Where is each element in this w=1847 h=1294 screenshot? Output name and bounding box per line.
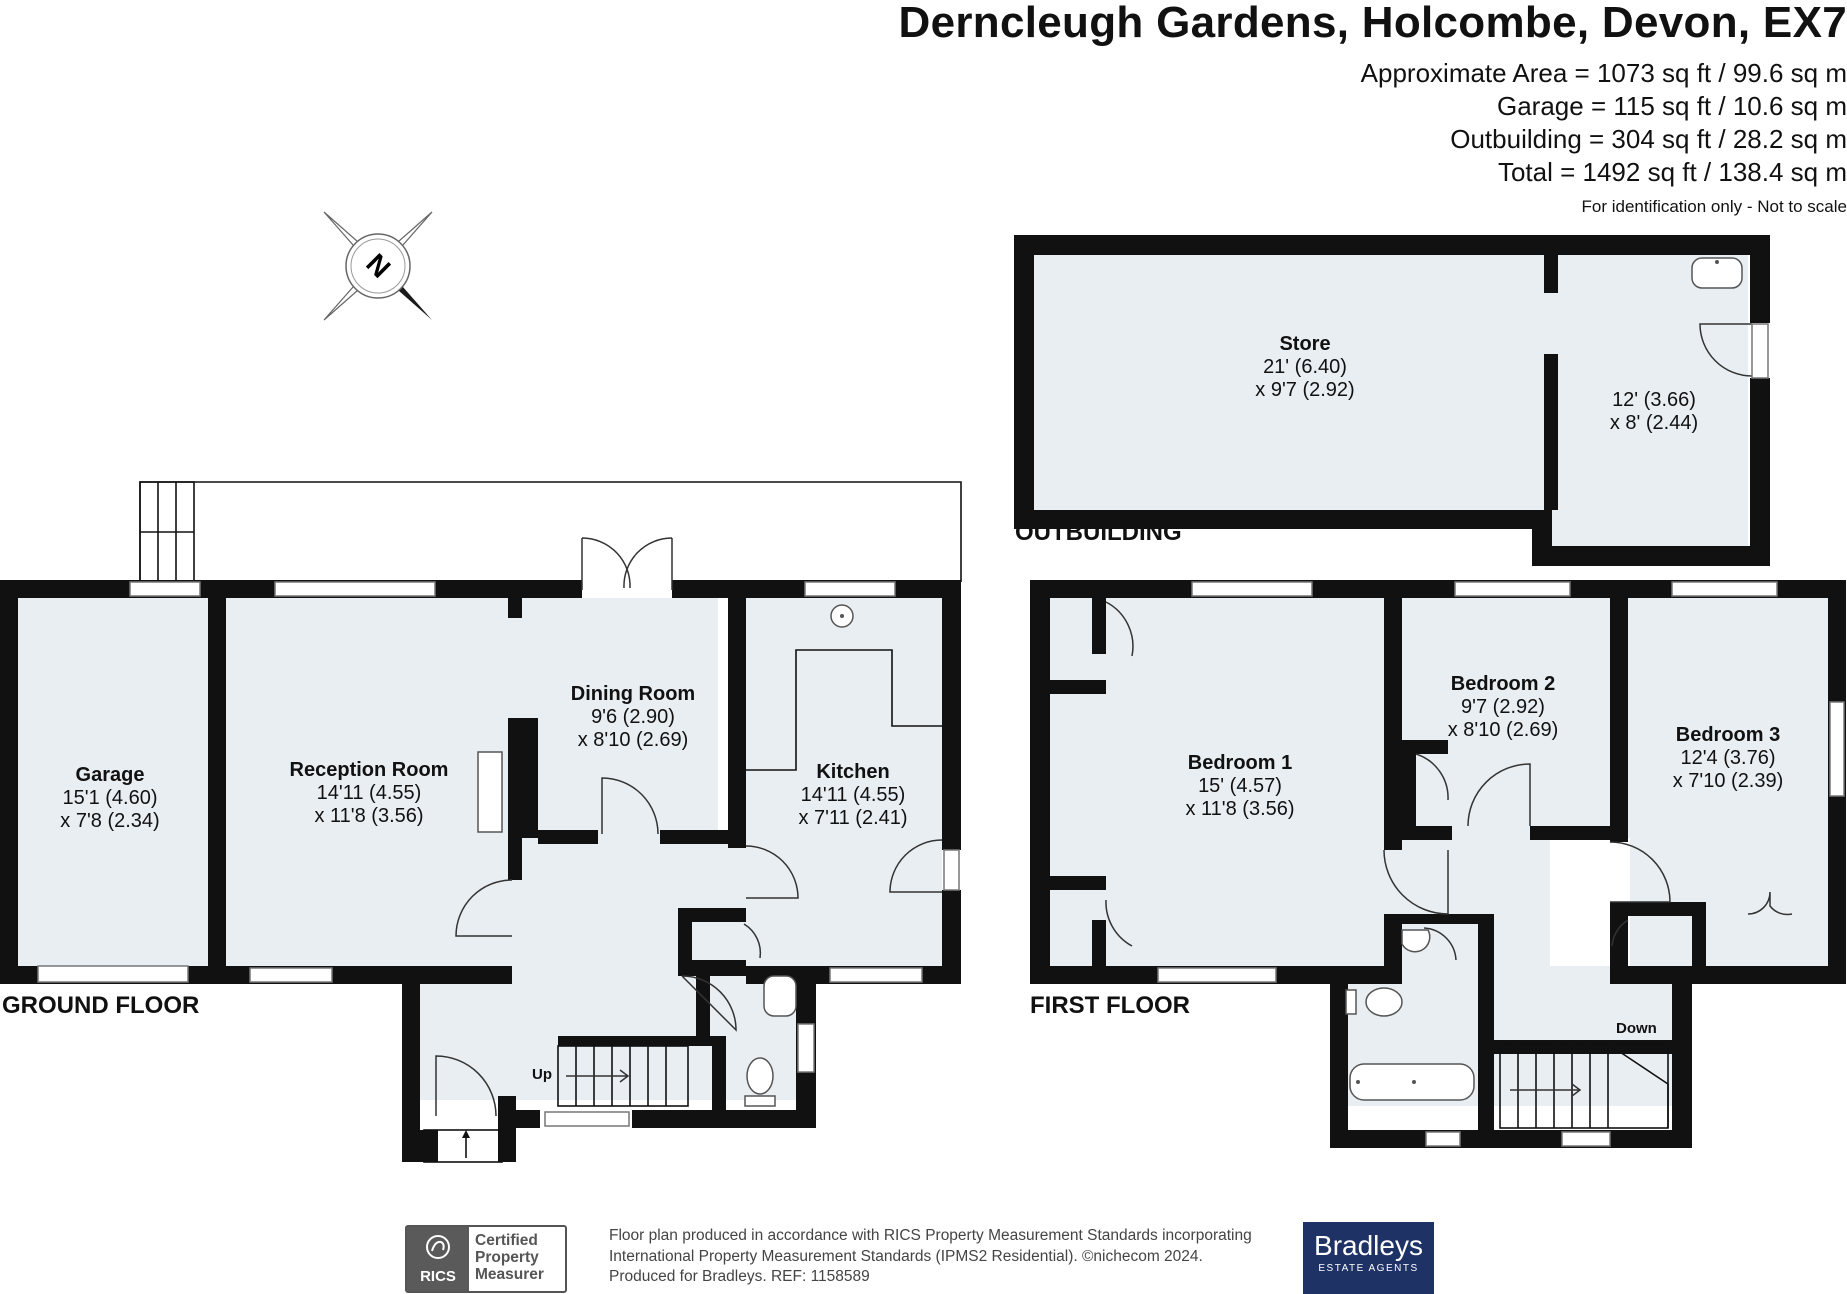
room-name: Kitchen [816, 761, 890, 783]
ground-floor-windows [37, 581, 960, 1127]
rics-seal-label: RICS [420, 1268, 456, 1285]
rics-lion-icon [426, 1235, 450, 1259]
room-dimension: 21' (6.40) [1263, 356, 1347, 378]
room-dimension: x 8'10 (2.69) [1447, 719, 1559, 741]
room-dimension: 12' (3.66) [1612, 389, 1696, 411]
garage-area: Garage = 115 sq ft / 10.6 sq m [1497, 91, 1847, 121]
rics-cert-line: Certified [475, 1232, 538, 1249]
room-name: Garage [75, 764, 145, 786]
room-dimension: x 7'10 (2.39) [1672, 770, 1784, 792]
first-floor-fill [1050, 598, 1830, 1106]
room-name: Dining Room [570, 683, 696, 705]
room-dimension: x 7'8 (2.34) [60, 810, 160, 832]
rics-cert-line: Property [475, 1249, 539, 1266]
room-store: Store 21' (6.40) x 9'7 (2.92) [1255, 333, 1354, 402]
footer-line: International Property Measurement Stand… [609, 1247, 1203, 1265]
ground-floor-doors [435, 537, 943, 1117]
agent-logo-tagline: ESTATE AGENTS [1318, 1263, 1419, 1274]
room-dimension: x 11'8 (3.56) [1185, 798, 1295, 820]
room-dimension: 12'4 (3.76) [1680, 747, 1776, 769]
ground-floor-stairs [557, 1045, 689, 1107]
ground-floor-fixtures [477, 604, 942, 1107]
outbuilding-label: OUTBUILDING [1015, 519, 1182, 546]
room-name: Bedroom 2 [1450, 673, 1556, 695]
first-floor-walls [1030, 580, 1846, 1148]
room-bedroom-1: Bedroom 1 15' (4.57) x 11'8 (3.56) [1185, 752, 1294, 821]
outbuilding-fixtures [1691, 257, 1769, 379]
room-store-side: 12' (3.66) x 8' (2.44) [1610, 389, 1698, 435]
agent-logo-name: Bradleys [1314, 1230, 1423, 1261]
first-floor-stairs [1499, 1043, 1669, 1129]
room-dimension: 9'6 (2.90) [591, 706, 675, 728]
room-dimension: x 9'7 (2.92) [1255, 379, 1355, 401]
footer-legal-text: Floor plan produced in accordance with R… [609, 1226, 1252, 1288]
rics-seal: RICS [407, 1227, 469, 1291]
first-floor-fixtures [1345, 929, 1475, 1101]
rics-certification: Certified Property Measurer [475, 1232, 544, 1283]
footer-line: Floor plan produced in accordance with R… [609, 1227, 1252, 1244]
room-dimension: 9'7 (2.92) [1461, 696, 1545, 718]
room-kitchen: Kitchen 14'11 (4.55) x 7'11 (2.41) [798, 761, 907, 830]
rics-cert-line: Measurer [475, 1266, 544, 1283]
footer-line: Produced for Bradleys. REF: 1158589 [609, 1268, 870, 1285]
outbuilding-walls [1014, 235, 1770, 566]
room-dimension: 14'11 (4.55) [800, 784, 906, 806]
stairs-down-label: Down [1616, 1020, 1657, 1037]
outbuilding-plan [1014, 235, 1770, 566]
room-dimension: 15' (4.57) [1198, 775, 1282, 797]
agent-logo: Bradleys ESTATE AGENTS [1303, 1222, 1434, 1294]
approx-area: Approximate Area = 1073 sq ft / 99.6 sq … [1360, 58, 1847, 88]
room-dimension: x 8' (2.44) [1609, 412, 1699, 434]
room-name: Store [1279, 333, 1331, 355]
room-dining: Dining Room 9'6 (2.90) x 8'10 (2.69) [571, 683, 695, 752]
north-compass: N [323, 211, 433, 321]
room-bedroom-2: Bedroom 2 9'7 (2.92) x 8'10 (2.69) [1448, 673, 1559, 742]
ground-floor-fill [18, 598, 942, 1100]
garden-steps [139, 481, 195, 583]
rics-badge: RICS Certified Property Measurer [405, 1225, 567, 1293]
first-floor-windows [1157, 581, 1845, 1147]
first-floor-plan [1030, 580, 1846, 1148]
room-name: Bedroom 3 [1675, 724, 1781, 746]
scale-disclaimer: For identification only - Not to scale [1581, 197, 1847, 216]
stairs-up-label: Up [532, 1066, 552, 1083]
front-step [423, 1129, 503, 1163]
room-name: Bedroom 1 [1187, 752, 1293, 774]
ground-floor-plan [0, 481, 962, 1163]
room-garage: Garage 15'1 (4.60) x 7'8 (2.34) [60, 764, 159, 833]
room-dimension: x 11'8 (3.56) [314, 805, 424, 827]
first-floor-doors [1105, 601, 1793, 961]
property-title: Derncleugh Gardens, Holcombe, Devon, EX7 [898, 0, 1847, 47]
room-dimension: x 7'11 (2.41) [798, 807, 908, 829]
outbuilding-area: Outbuilding = 304 sq ft / 28.2 sq m [1450, 124, 1847, 154]
room-dimension: 15'1 (4.60) [62, 787, 158, 809]
total-area: Total = 1492 sq ft / 138.4 sq m [1497, 157, 1847, 187]
first-floor-label: FIRST FLOOR [1030, 992, 1190, 1019]
room-reception: Reception Room 14'11 (4.55) x 11'8 (3.56… [290, 759, 449, 828]
room-dimension: 14'11 (4.55) [316, 782, 422, 804]
garden-boundary [139, 481, 962, 582]
ground-floor-label: GROUND FLOOR [2, 992, 200, 1019]
room-name: Reception Room [289, 759, 449, 781]
room-bedroom-3: Bedroom 3 12'4 (3.76) x 7'10 (2.39) [1673, 724, 1784, 793]
room-dimension: x 8'10 (2.69) [577, 729, 689, 751]
